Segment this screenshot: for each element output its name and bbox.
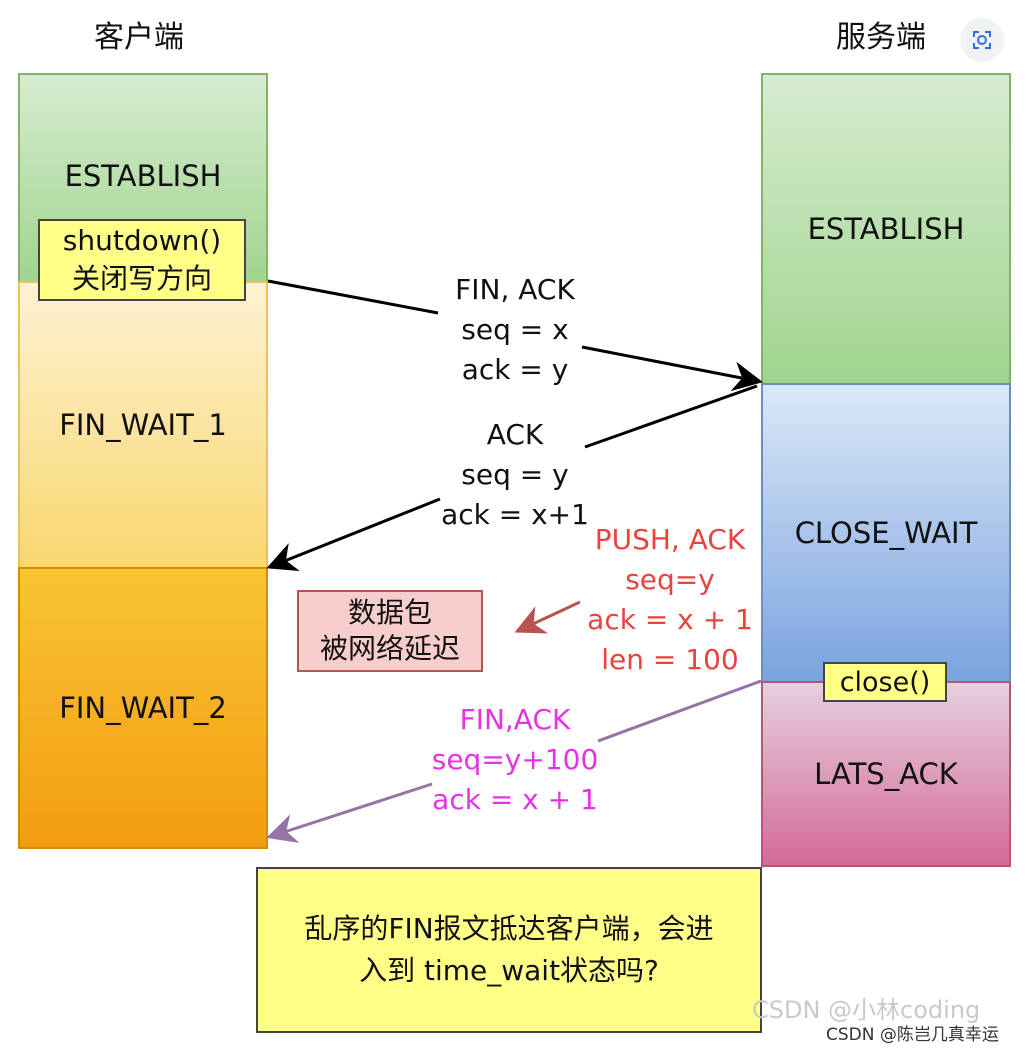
ack-arrow-a	[584, 384, 758, 449]
ack-seq: seq = y	[461, 458, 569, 491]
push-delay-arrow	[514, 600, 581, 634]
server-lats-ack-label: LATS_ACK	[814, 757, 958, 791]
push-ack-label: PUSH, ACK seq=y ack = x + 1 len = 100	[575, 520, 765, 680]
fin-ack-label: FIN, ACK seq = x ack = y	[425, 270, 605, 390]
ack-flags: ACK	[486, 418, 544, 451]
shutdown-desc: 关闭写方向	[71, 262, 212, 295]
question-box: 乱序的FIN报文抵达客户端，会进 入到 time_wait状态吗?	[256, 867, 762, 1033]
delay-line-2: 被网络延迟	[319, 632, 460, 665]
question-line-1: 乱序的FIN报文抵达客户端，会进	[304, 912, 714, 945]
fin2-seq: seq=y+100	[431, 743, 599, 776]
fin-ack-arrow-a	[267, 279, 439, 315]
watermark-secondary: CSDN @陈岂几真幸运	[826, 1025, 999, 1045]
server-establish-label: ESTABLISH	[807, 212, 965, 246]
push-seq: seq=y	[625, 563, 715, 596]
fin2-label: FIN,ACK seq=y+100 ack = x + 1	[420, 700, 610, 820]
watermark-primary: CSDN @小林coding	[752, 996, 981, 1024]
fin2-arrow-a	[597, 679, 762, 743]
delay-line-1: 数据包	[347, 596, 432, 629]
close-call: close()	[839, 666, 931, 698]
scan-icon[interactable]	[960, 18, 1004, 62]
server-state-close-wait: CLOSE_WAIT	[761, 383, 1011, 683]
server-title: 服务端	[836, 20, 926, 55]
fin2-flags: FIN,ACK	[459, 703, 571, 736]
push-flags: PUSH, ACK	[594, 523, 746, 556]
client-fin-wait-1-label: FIN_WAIT_1	[59, 408, 227, 442]
client-establish-label: ESTABLISH	[64, 159, 222, 193]
delay-note: 数据包 被网络延迟	[297, 590, 483, 672]
shutdown-note: shutdown() 关闭写方向	[38, 219, 246, 301]
fin2-ack: ack = x + 1	[432, 783, 598, 816]
shutdown-call: shutdown()	[62, 224, 222, 257]
fin-ack-ack: ack = y	[461, 353, 569, 386]
fin-ack-flags: FIN, ACK	[455, 273, 575, 306]
close-note: close()	[823, 662, 947, 702]
push-len: len = 100	[601, 643, 739, 676]
fin-ack-arrow-b	[581, 345, 763, 392]
ack-ack: ack = x+1	[441, 498, 589, 531]
push-ack: ack = x + 1	[587, 603, 753, 636]
server-close-wait-label: CLOSE_WAIT	[794, 516, 978, 550]
server-state-lats-ack: LATS_ACK	[761, 681, 1011, 867]
fin-ack-seq: seq = x	[461, 313, 569, 346]
client-state-fin-wait-2: FIN_WAIT_2	[18, 567, 268, 849]
ack-arrow-b	[266, 497, 441, 572]
question-line-2: 入到 time_wait状态吗?	[359, 954, 659, 987]
fin2-arrow-b	[266, 782, 433, 843]
ack-label: ACK seq = y ack = x+1	[425, 415, 605, 535]
client-title: 客户端	[94, 20, 184, 55]
client-fin-wait-2-label: FIN_WAIT_2	[59, 691, 227, 725]
server-state-establish: ESTABLISH	[761, 73, 1011, 385]
